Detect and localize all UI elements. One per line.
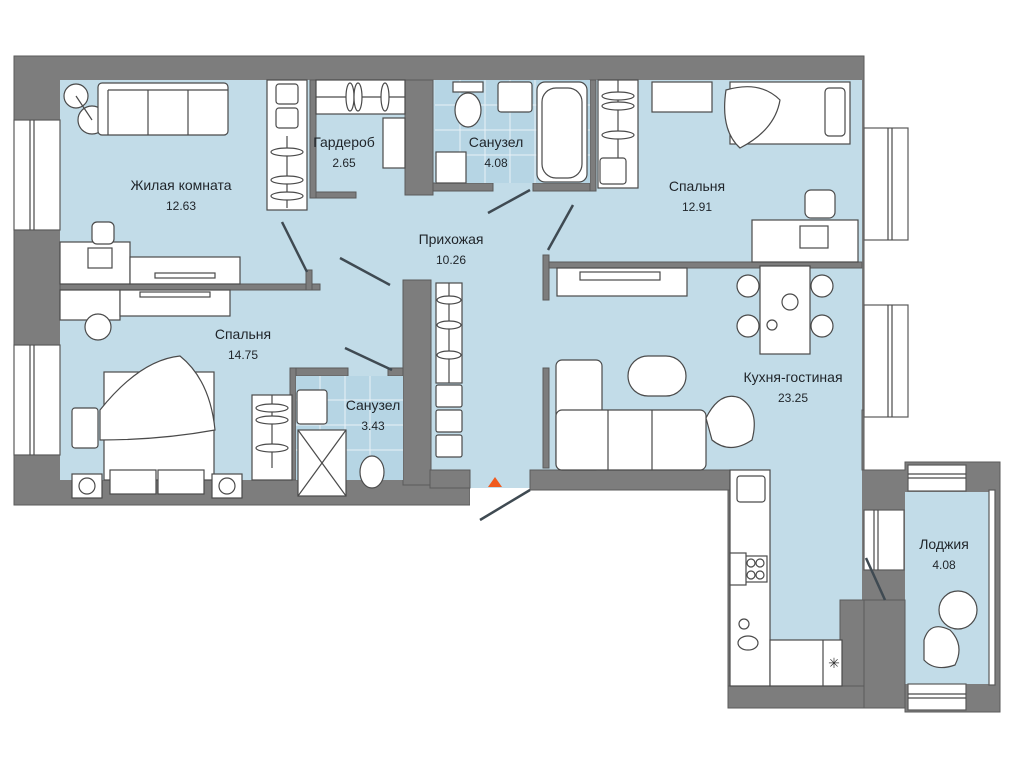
room-label-hallway: Прихожая 10.26	[419, 231, 484, 268]
window	[13, 119, 61, 231]
room-label-bathroom-2: Санузел 3.43	[346, 397, 401, 434]
oven-hood-icon	[729, 552, 747, 586]
room-area: 3.43	[361, 418, 385, 433]
window	[863, 127, 909, 241]
window	[863, 304, 909, 418]
chair-icon	[804, 189, 836, 219]
room-area: 2.65	[332, 155, 356, 170]
toilet-icon	[454, 92, 482, 128]
bedroom-2-furniture	[59, 289, 243, 499]
room-area: 12.63	[165, 198, 197, 213]
door-bathroom-1[interactable]	[487, 188, 531, 215]
washing-machine-icon	[435, 151, 467, 184]
loggia-door-window	[863, 509, 905, 571]
room-label-bedroom-2: Спальня 14.75	[215, 326, 271, 363]
room-name: Жилая комната	[130, 177, 232, 193]
room-label-loggia: Лоджия 4.08	[919, 536, 969, 573]
sink-icon	[497, 81, 533, 113]
room-label-bedroom-1: Спальня 12.91	[669, 178, 725, 215]
room-name: Кухня-гостиная	[743, 369, 843, 385]
door-bedroom-1[interactable]	[546, 204, 575, 251]
room-name: Гардероб	[313, 134, 375, 150]
sofa-icon	[97, 82, 229, 136]
room-name: Санузел	[468, 134, 524, 150]
closets	[251, 79, 639, 481]
windows	[13, 119, 996, 711]
chair-icon	[91, 221, 115, 245]
coffee-table-icon	[627, 355, 687, 397]
kitchen-counter: ✳	[729, 469, 843, 687]
room-area: 12.91	[681, 199, 713, 214]
tv-console-icon	[129, 256, 241, 285]
bedroom-1-furniture	[651, 81, 859, 263]
toilet-icon	[359, 455, 385, 489]
doors	[280, 188, 887, 601]
door-living-room[interactable]	[280, 221, 309, 273]
shoe-rack-icon	[382, 117, 406, 169]
door-loggia[interactable]	[864, 557, 887, 601]
entrance-triangle-icon	[488, 477, 502, 487]
armchair-icon	[705, 395, 755, 449]
sink-icon	[296, 389, 328, 425]
room-name: Прихожая	[418, 231, 484, 247]
loggia-glazing	[988, 489, 996, 686]
room-area: 14.75	[227, 347, 259, 362]
dining-chair-icon	[736, 274, 760, 298]
room-name: Лоджия	[919, 536, 969, 552]
room-area: 4.08	[484, 155, 508, 170]
vanity-icon	[59, 289, 121, 321]
entrance-door[interactable]	[479, 488, 531, 522]
rack-icon	[651, 81, 713, 113]
lounge-chair-icon	[923, 626, 960, 669]
room-label-wardrobe: Гардероб 2.65	[313, 134, 375, 171]
bathroom-2-fixtures	[296, 389, 385, 497]
nightstand-icon	[71, 407, 99, 449]
living-room-furniture	[59, 82, 241, 285]
round-table-icon	[938, 590, 978, 630]
fridge-icon: ✳	[828, 655, 840, 671]
interior-walls	[59, 79, 865, 486]
window	[907, 683, 967, 711]
pouf-icon	[84, 313, 112, 341]
room-area: 10.26	[435, 252, 467, 267]
door-bathroom-2[interactable]	[344, 346, 393, 372]
room-area: 4.08	[932, 557, 956, 572]
kitchen-sink-icon	[736, 475, 766, 503]
room-name: Спальня	[668, 178, 726, 194]
room-name: Санузел	[345, 397, 401, 413]
room-name: Спальня	[214, 326, 272, 342]
bathroom-1-fixtures	[435, 81, 588, 184]
room-label-bathroom-1: Санузел 4.08	[469, 134, 524, 171]
dining-table-icon	[759, 265, 811, 355]
door-hall-closet[interactable]	[339, 256, 391, 287]
room-area: 23.25	[777, 390, 809, 405]
window	[13, 344, 61, 456]
loggia-furniture	[923, 590, 978, 669]
room-label-living-room: Жилая комната 12.63	[130, 177, 231, 214]
kitchen-living-furniture	[555, 265, 834, 471]
room-label-kitchen-living: Кухня-гостиная 23.25	[743, 369, 842, 406]
